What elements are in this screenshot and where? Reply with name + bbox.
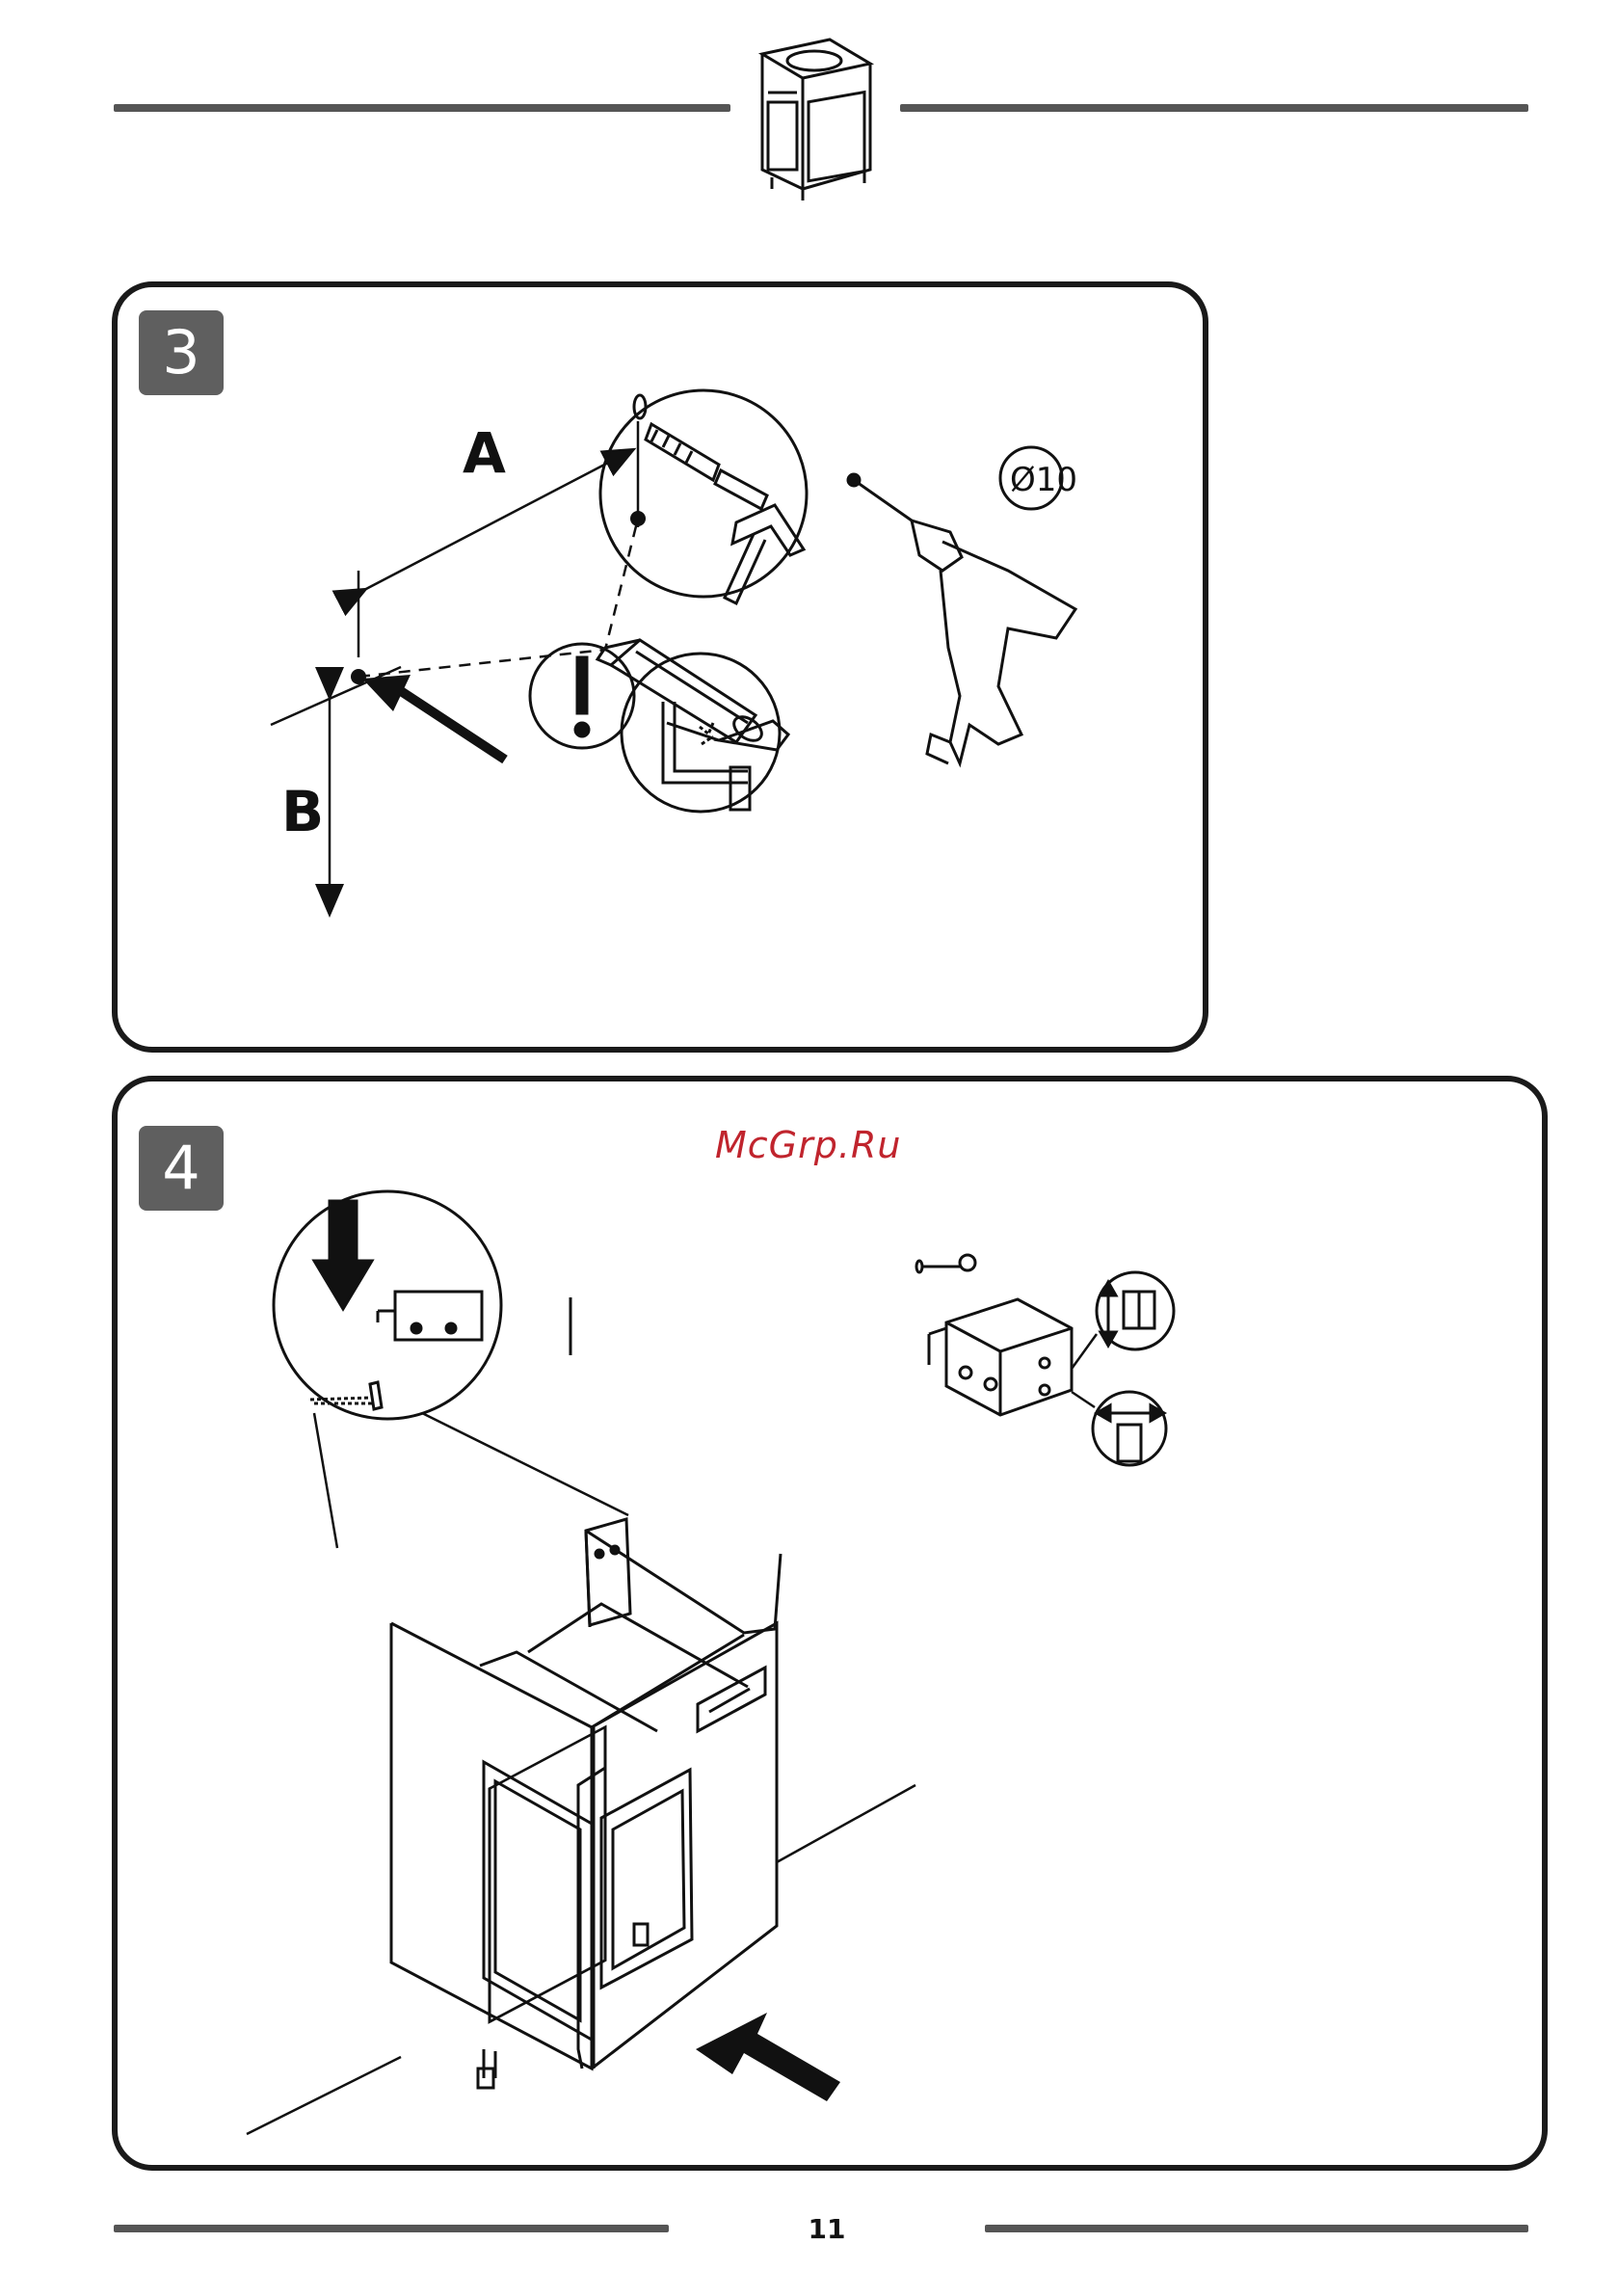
cabinet-icon (391, 1519, 781, 2088)
dimension-a-label: A (463, 420, 506, 486)
step-4-illustration (112, 1076, 1548, 2171)
page-number: 11 (788, 2213, 865, 2245)
push-arrow-icon (696, 2013, 840, 2101)
step-3-illustration: A B Ø10 (112, 281, 1208, 1053)
dimension-b-label: B (281, 779, 324, 844)
drill-diameter-label: Ø10 (1010, 461, 1077, 499)
pipe-detail (622, 654, 788, 812)
header-rule-right (900, 104, 1528, 112)
bracket-block (929, 1299, 1072, 1415)
vanity-cabinet-icon (753, 35, 878, 203)
warning-icon (530, 644, 634, 748)
hanging-bracket-detail (274, 1191, 570, 1419)
screw-icon (916, 1255, 975, 1272)
wall-plug-hammer-detail (600, 390, 807, 603)
drill-icon (848, 474, 1075, 763)
adjust-vertical-icon (1097, 1272, 1174, 1349)
header-rule-left (114, 104, 730, 112)
footer-rule-left (114, 2225, 669, 2232)
footer-rule-right (985, 2225, 1528, 2232)
adjust-horizontal-icon (1093, 1392, 1166, 1465)
